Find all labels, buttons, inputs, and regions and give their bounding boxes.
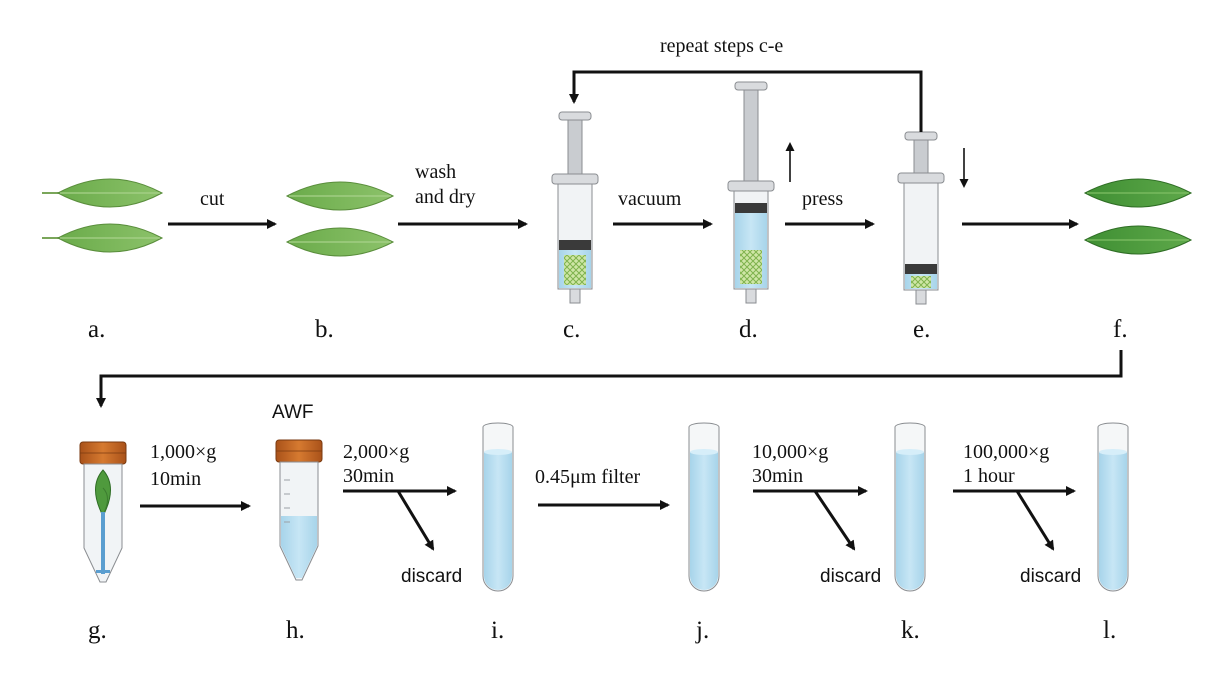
arrow-discard-3 [1015,490,1055,551]
label-discard-2: discard [820,566,881,587]
label-spin3-time: 30min [752,465,803,487]
leaf-pair-f [1083,178,1193,255]
step-label-j: j. [695,617,709,644]
label-spin2-speed: 2,000×g [343,441,409,463]
label-vacuum: vacuum [618,188,682,210]
step-label-a: a. [88,316,105,343]
step-label-g: g. [88,617,107,644]
label-filter: 0.45μm filter [535,466,640,488]
label-discard-3: discard [1020,566,1081,587]
label-cut: cut [200,188,225,210]
step-label-f: f. [1113,316,1128,343]
test-tube-l [1097,422,1129,592]
label-awf: AWF [272,402,314,423]
label-press: press [802,188,843,210]
step-label-e: e. [913,316,930,343]
test-tube-k [894,422,926,592]
arrow-repeat-loop [569,70,923,132]
step-label-l: l. [1103,617,1116,644]
label-repeat: repeat steps c-e [660,35,783,57]
label-spin4-speed: 100,000×g [963,441,1049,463]
label-spin1-speed: 1,000×g [150,441,216,463]
falcon-tube-h [275,439,323,581]
test-tube-i [482,422,514,592]
step-label-d: d. [739,316,758,343]
syringe-e [897,131,945,305]
leaf-pair-b [285,181,395,257]
step-label-k: k. [901,617,920,644]
label-spin1-time: 10min [150,468,201,490]
test-tube-j [688,422,720,592]
arrow-discard-1 [396,490,435,551]
label-discard-1: discard [401,566,462,587]
step-label-h: h. [286,617,305,644]
arrow-discard-2 [813,490,856,551]
falcon-tube-g [79,441,127,583]
arrow-f-to-g [96,350,1123,408]
label-and-dry: and dry [415,186,476,208]
label-wash: wash [415,161,456,183]
label-spin2-time: 30min [343,465,394,487]
label-spin3-speed: 10,000×g [752,441,828,463]
label-spin4-time: 1 hour [963,465,1015,487]
syringe-c [551,111,599,304]
step-label-b: b. [315,316,334,343]
syringe-d [727,81,775,304]
step-label-c: c. [563,316,580,343]
leaf-pair-a [42,178,164,253]
step-label-i: i. [491,617,504,644]
